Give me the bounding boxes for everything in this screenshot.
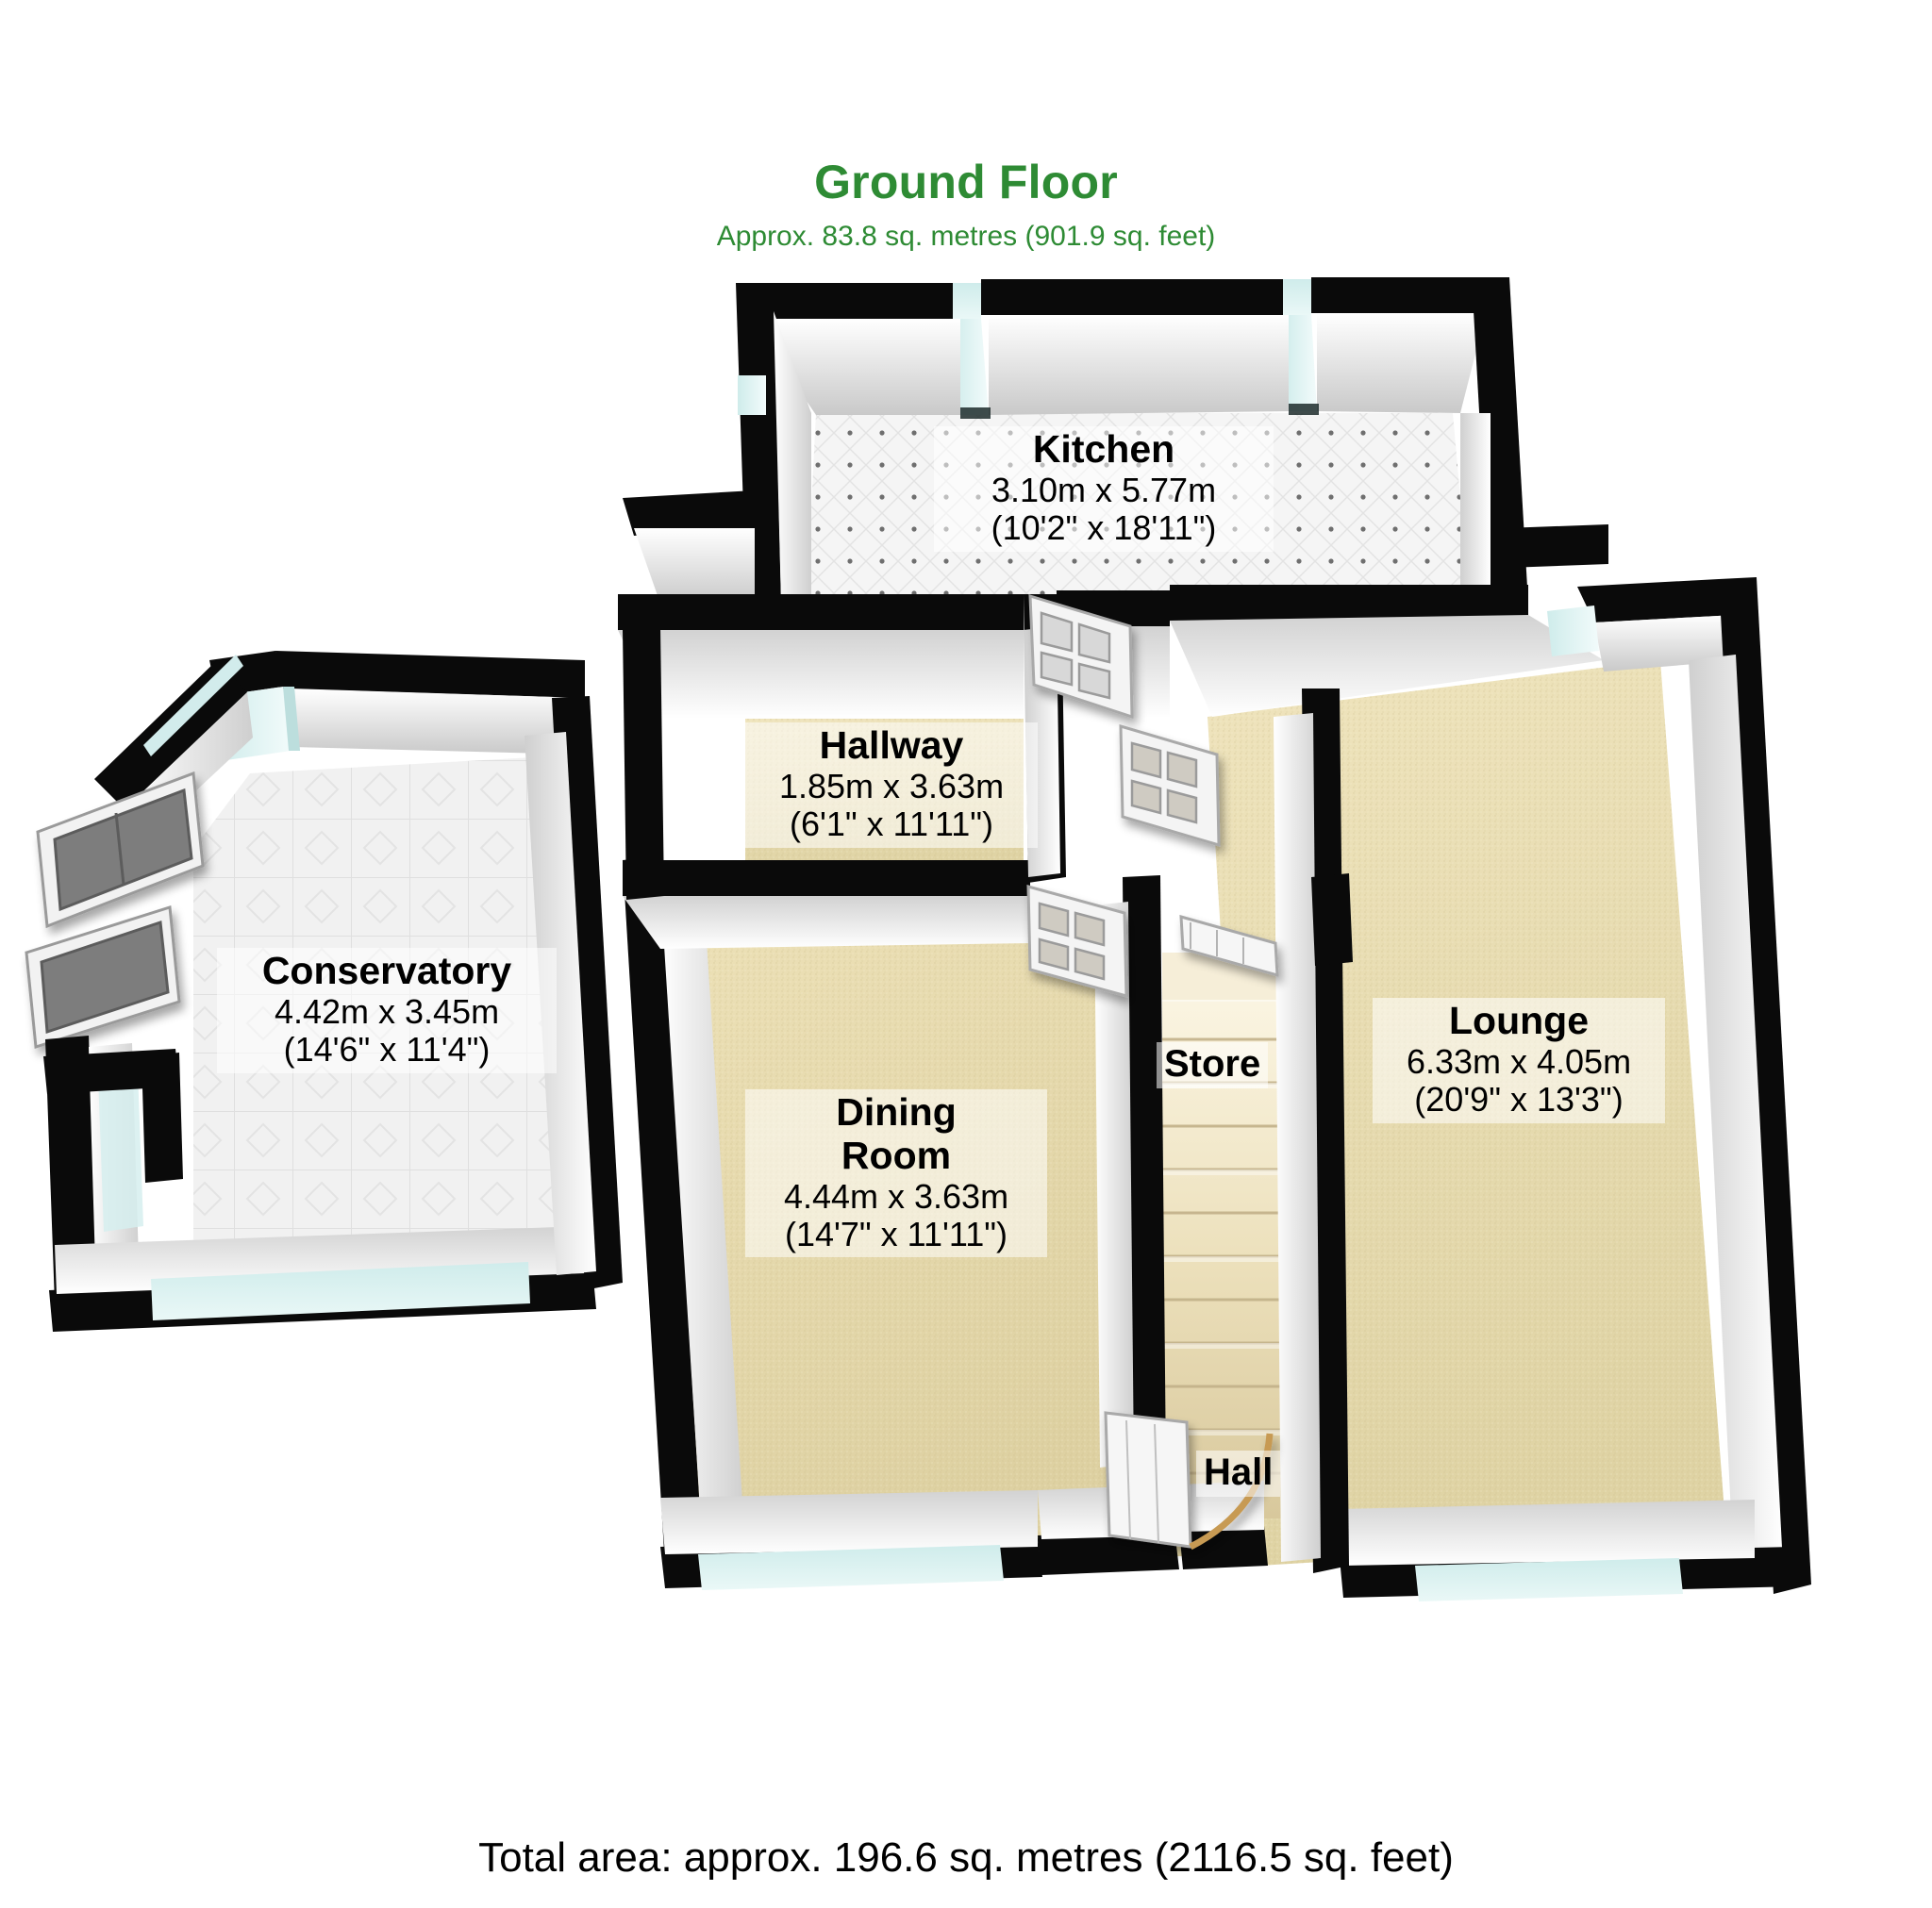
door-kitchen[interactable]	[1028, 593, 1134, 720]
lounge-walls	[1274, 577, 1811, 1601]
room-label-hall: Hall	[1196, 1451, 1281, 1497]
kitchen-imperial: (10'2" x 18'11")	[991, 508, 1217, 548]
lounge-imperial: (20'9" x 13'3")	[1414, 1080, 1624, 1120]
dining-room-name: Dining	[836, 1090, 957, 1134]
hallway-name: Hallway	[819, 723, 964, 767]
total-area-text: Total area: approx. 196.6 sq. metres (21…	[478, 1834, 1454, 1881]
kitchen-metric: 3.10m x 5.77m	[991, 470, 1217, 509]
room-label-store: Store	[1157, 1042, 1269, 1088]
dining-room-walls	[623, 856, 1268, 1590]
door-dining[interactable]	[1026, 885, 1128, 998]
hallway-imperial: (6'1" x 11'11")	[789, 805, 994, 844]
door-store[interactable]	[1179, 914, 1279, 978]
lounge-metric: 6.33m x 4.05m	[1406, 1041, 1632, 1081]
room-label-dining-room: Dining Room 4.44m x 3.63m (14'7" x 11'11…	[745, 1089, 1047, 1258]
room-label-kitchen: Kitchen 3.10m x 5.77m (10'2" x 18'11")	[934, 426, 1274, 552]
room-label-conservatory: Conservatory 4.42m x 3.45m (14'6" x 11'4…	[217, 948, 557, 1073]
room-label-hallway: Hallway 1.85m x 3.63m (6'1" x 11'11")	[745, 722, 1038, 848]
conservatory-name: Conservatory	[261, 949, 512, 992]
conservatory-walls	[25, 651, 623, 1332]
door-front-entrance[interactable]	[1104, 1411, 1274, 1551]
conservatory-metric: 4.42m x 3.45m	[274, 991, 500, 1031]
room-label-lounge: Lounge 6.33m x 4.05m (20'9" x 13'3")	[1373, 998, 1665, 1123]
kitchen-walls	[623, 277, 1608, 622]
dining-room-metric: 4.44m x 3.63m	[783, 1176, 1009, 1216]
door-lounge[interactable]	[1119, 723, 1221, 848]
conservatory-imperial: (14'6" x 11'4")	[283, 1030, 491, 1070]
dining-room-imperial: (14'7" x 11'11")	[784, 1215, 1008, 1254]
dining-room-name-2: Room	[841, 1133, 952, 1177]
kitchen-bottom-wall	[618, 585, 1604, 719]
lounge-name: Lounge	[1448, 999, 1590, 1042]
hallway-metric: 1.85m x 3.63m	[778, 766, 1005, 805]
kitchen-name: Kitchen	[1032, 427, 1175, 471]
